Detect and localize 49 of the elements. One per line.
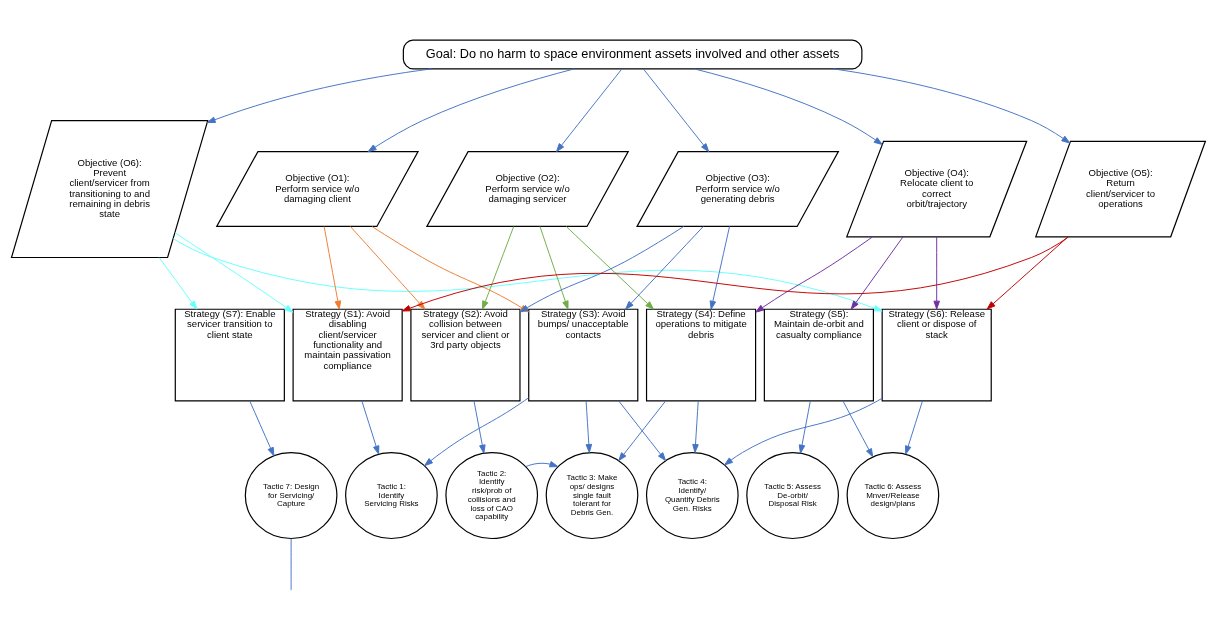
arrow xyxy=(709,225,730,310)
node-circle: Tactic 1: Identify Servicing Risks xyxy=(345,451,438,539)
node-box: Strategy (S6): Release client or dispose of stack xyxy=(881,308,992,401)
arrow xyxy=(349,225,426,310)
arrow xyxy=(367,67,575,152)
arrow xyxy=(585,399,593,453)
arrow xyxy=(986,235,1069,310)
node-box: Strategy (S2): Avoid collision between servicer and client or 3rd party objects xyxy=(410,308,521,401)
arrow xyxy=(850,235,904,310)
node-box: Strategy (S3): Avoid bumps/ unacceptable contacts xyxy=(528,308,639,401)
arrow xyxy=(832,67,1071,144)
arrow xyxy=(174,231,294,313)
arrow xyxy=(519,225,685,312)
arrow xyxy=(905,399,923,455)
arrow xyxy=(371,225,530,312)
arrow xyxy=(424,396,529,466)
arrow xyxy=(625,225,704,310)
arrow xyxy=(755,235,874,313)
arrow xyxy=(798,399,811,454)
arrow xyxy=(249,399,275,456)
arrow xyxy=(724,397,883,465)
arrow xyxy=(618,399,667,461)
node-box: Strategy (S7): Enable servicer transition to client state xyxy=(174,308,285,401)
arrow xyxy=(361,399,380,455)
arrow xyxy=(482,225,515,310)
node-box: Goal: Do no harm to space environment assets involved and other assets xyxy=(402,39,863,69)
arrow xyxy=(401,235,1070,312)
node-box: Strategy (S4): Define operations to mitigate debris xyxy=(645,308,757,401)
arrow xyxy=(158,256,198,310)
arrow xyxy=(842,399,874,457)
arrow xyxy=(539,225,569,310)
arrow xyxy=(643,68,710,152)
node-circle: Tactic 6: Assess Mnver/Release design/plans xyxy=(846,451,940,539)
arrow xyxy=(692,399,699,453)
arrow xyxy=(473,399,486,454)
connector xyxy=(290,537,292,591)
arrow xyxy=(172,237,883,311)
arrow xyxy=(525,460,559,467)
node-circle: Tactic 2: Identify risk/prob of collisions and loss of CAO capability xyxy=(445,451,539,539)
node-circle: Tactic 5: Assess De-orbit/ Disposal Risk xyxy=(746,451,839,539)
arrow xyxy=(206,67,432,123)
arrow xyxy=(556,68,623,152)
node-box: Strategy (S5): Maintain de-orbit and casualty compliance xyxy=(763,308,874,401)
arrow xyxy=(693,67,883,145)
arrow xyxy=(323,225,342,310)
node-circle: Tactic 7: Design for Servicing/ Capture xyxy=(244,451,338,539)
node-box: Strategy (S1): Avoid disabling client/servicer functionality and maintain passivation compliance xyxy=(292,308,403,401)
arrow xyxy=(565,225,654,310)
arrow xyxy=(933,235,940,310)
